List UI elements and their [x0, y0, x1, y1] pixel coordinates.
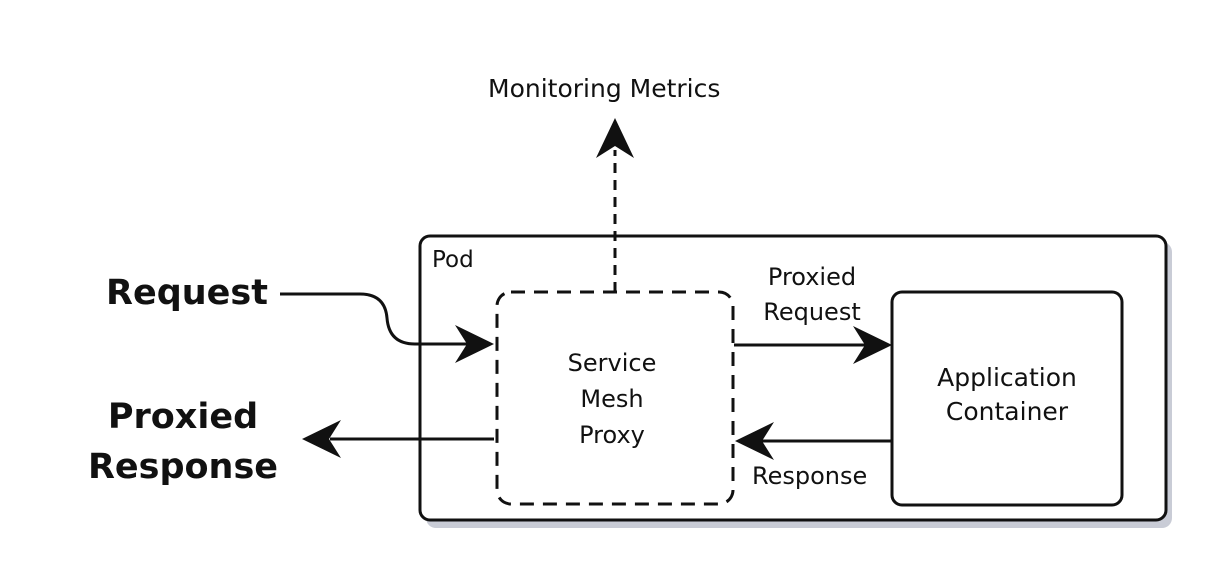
service-mesh-proxy-label: Service Mesh Proxy: [542, 345, 682, 453]
application-container-box: [890, 290, 1124, 507]
monitoring-metrics-arrowhead: [596, 118, 634, 158]
proxied-response-line1: Proxied: [107, 397, 259, 437]
proxied-request-line2: Request: [763, 298, 861, 326]
proxied-response-label: Proxied Response: [76, 392, 290, 492]
request-arrowhead: [455, 325, 494, 363]
proxied-response-line2: Response: [87, 447, 279, 487]
service-mesh-proxy-line3: Proxy: [579, 421, 645, 449]
pod-label: Pod: [432, 247, 474, 273]
monitoring-metrics-label: Monitoring Metrics: [488, 74, 721, 103]
application-container-label: Application Container: [912, 361, 1102, 429]
proxied-request-arrowhead: [853, 326, 892, 364]
request-arrow-line: [280, 292, 470, 346]
proxied-request-label: Proxied Request: [742, 260, 882, 330]
application-container-line2: Container: [945, 397, 1069, 426]
service-mesh-proxy-line2: Mesh: [580, 385, 644, 413]
proxied-response-arrowhead: [302, 420, 341, 458]
service-mesh-proxy-line1: Service: [567, 349, 657, 377]
response-arrowhead: [735, 422, 774, 460]
application-container-line1: Application: [937, 363, 1077, 392]
proxied-request-line1: Proxied: [767, 263, 857, 291]
request-label: Request: [106, 273, 268, 313]
response-label: Response: [752, 462, 868, 490]
